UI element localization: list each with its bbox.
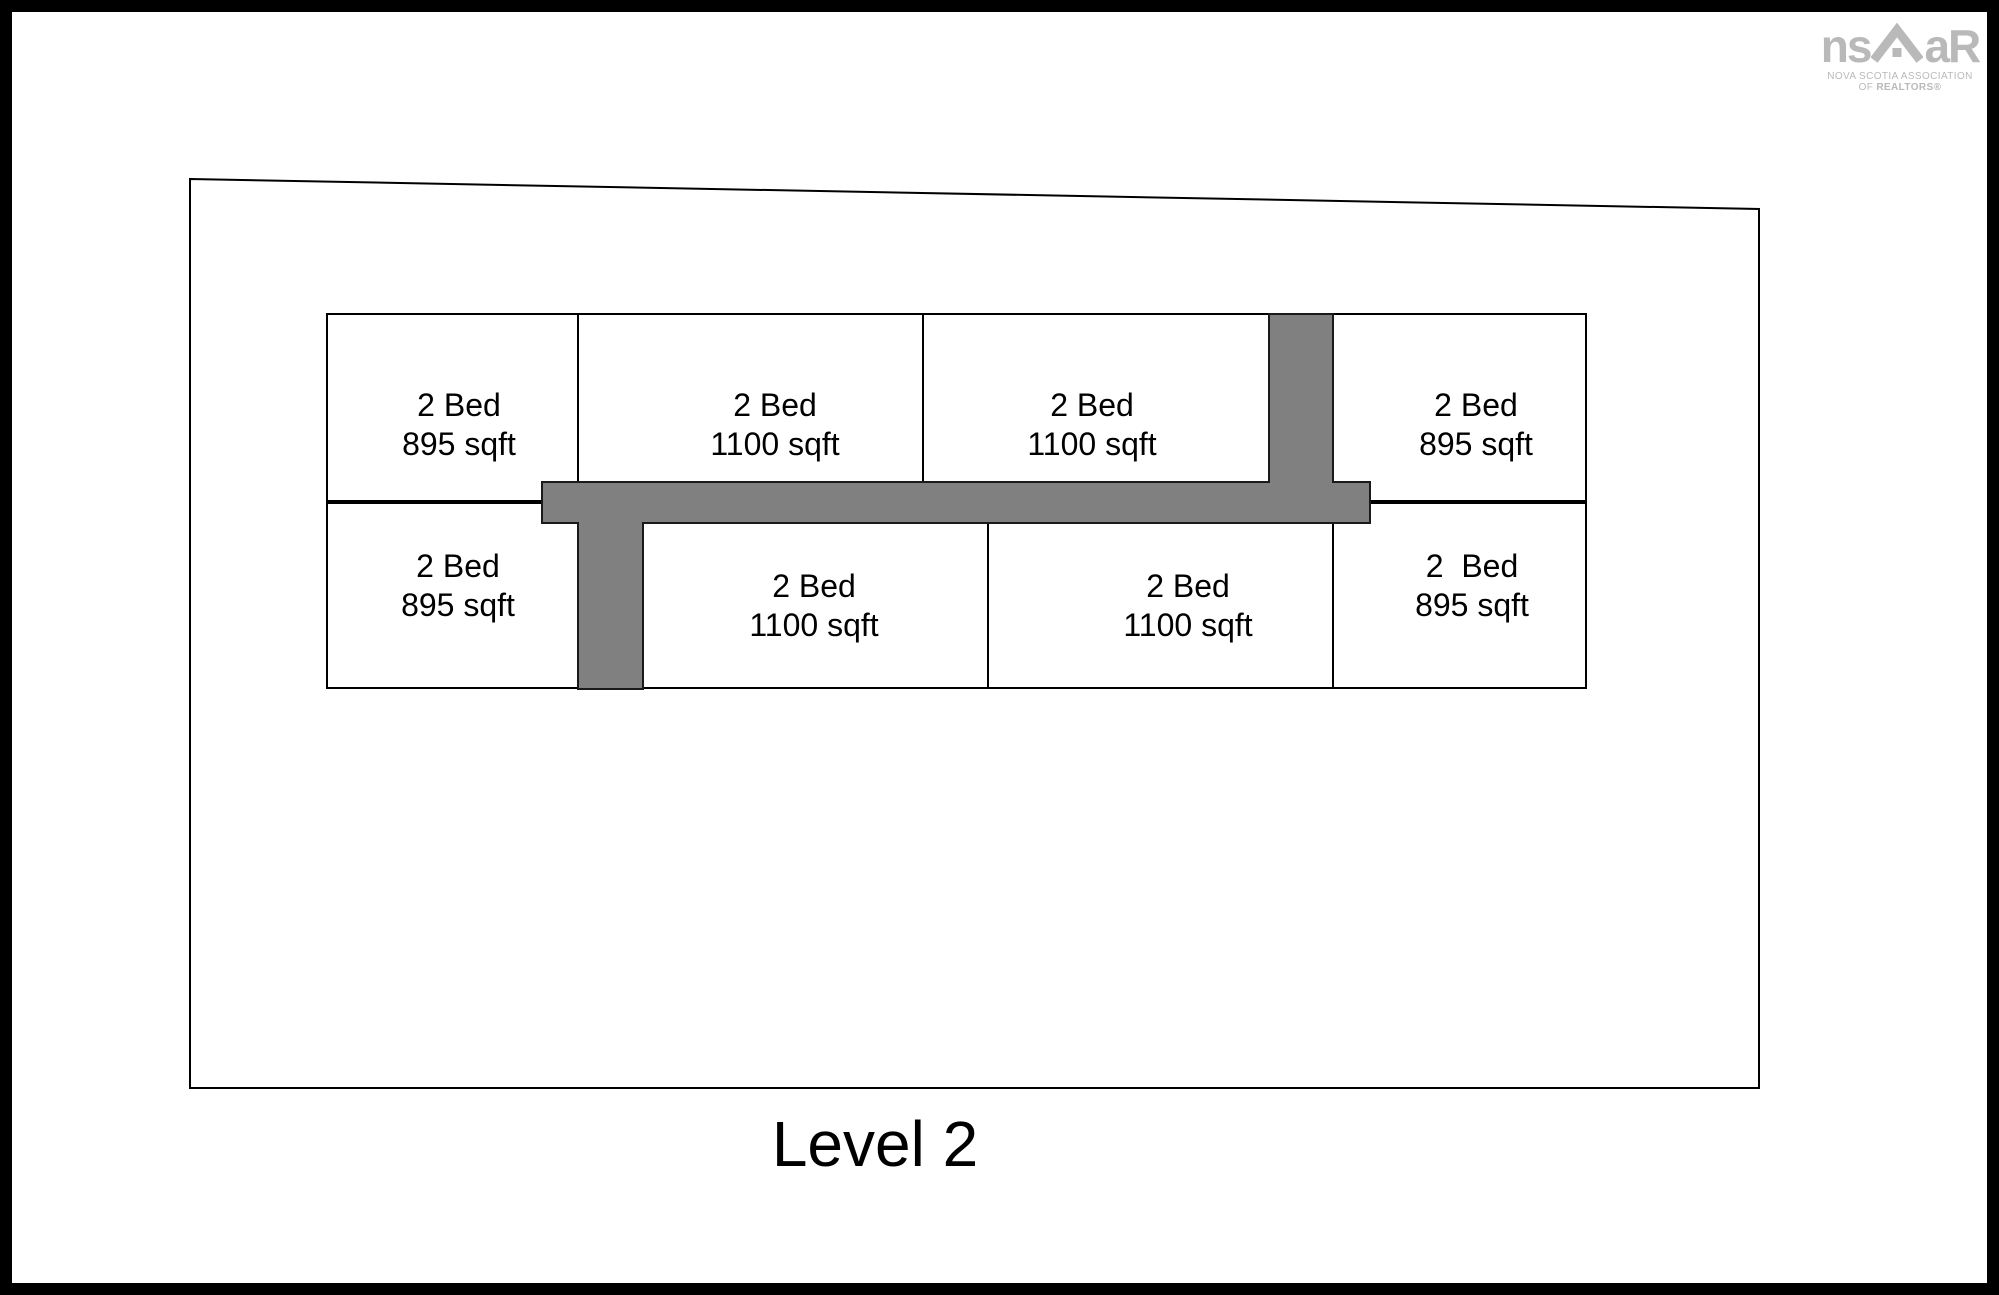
level-title: Level 2 xyxy=(771,1108,979,1180)
unit-area: 1100 sqft xyxy=(710,426,840,462)
unit-label-top-4: 2 Bed 895 sqft xyxy=(1419,386,1533,464)
unit-beds: 2 Bed xyxy=(733,387,817,423)
unit-area: 1100 sqft xyxy=(1123,607,1253,643)
unit-label-bottom-2: 2 Bed 1100 sqft xyxy=(749,567,878,645)
unit-label-bottom-4: 2 Bed 895 sqft xyxy=(1415,547,1529,625)
unit-label-top-1: 2 Bed 895 sqft xyxy=(402,386,516,464)
nsar-tagline-1: NOVA SCOTIA ASSOCIATION xyxy=(1827,71,1973,82)
unit-beds: 2 Bed xyxy=(1434,387,1518,423)
unit-beds: 2 Bed xyxy=(1146,568,1230,604)
unit-area: 895 sqft xyxy=(1419,426,1533,462)
unit-beds: 2 Bed xyxy=(1425,548,1519,584)
unit-area: 895 sqft xyxy=(401,587,515,623)
unit-beds: 2 Bed xyxy=(1050,387,1134,423)
unit-label-bottom-3: 2 Bed 1100 sqft xyxy=(1123,567,1252,645)
unit-beds: 2 Bed xyxy=(772,568,856,604)
unit-area: 1100 sqft xyxy=(1027,426,1157,462)
unit-label-top-3: 2 Bed 1100 sqft xyxy=(1027,386,1156,464)
corridor-shape xyxy=(541,313,1371,690)
nsar-word-left: ns xyxy=(1820,20,1873,73)
nsar-wordmark: ns aR xyxy=(1815,20,1985,73)
unit-beds: 2 Bed xyxy=(416,548,500,584)
unit-beds: 2 Bed xyxy=(417,387,501,423)
unit-row-bottom xyxy=(326,502,1587,689)
unit-label-bottom-1: 2 Bed 895 sqft xyxy=(401,547,515,625)
unit-label-top-2: 2 Bed 1100 sqft xyxy=(710,386,839,464)
property-outline xyxy=(189,177,1760,1089)
house-roof-icon xyxy=(1871,22,1924,63)
unit-area: 895 sqft xyxy=(1415,587,1529,623)
unit-area: 895 sqft xyxy=(402,426,516,462)
nsar-word-right: aR xyxy=(1924,20,1981,73)
unit-area: 1100 sqft xyxy=(749,607,879,643)
